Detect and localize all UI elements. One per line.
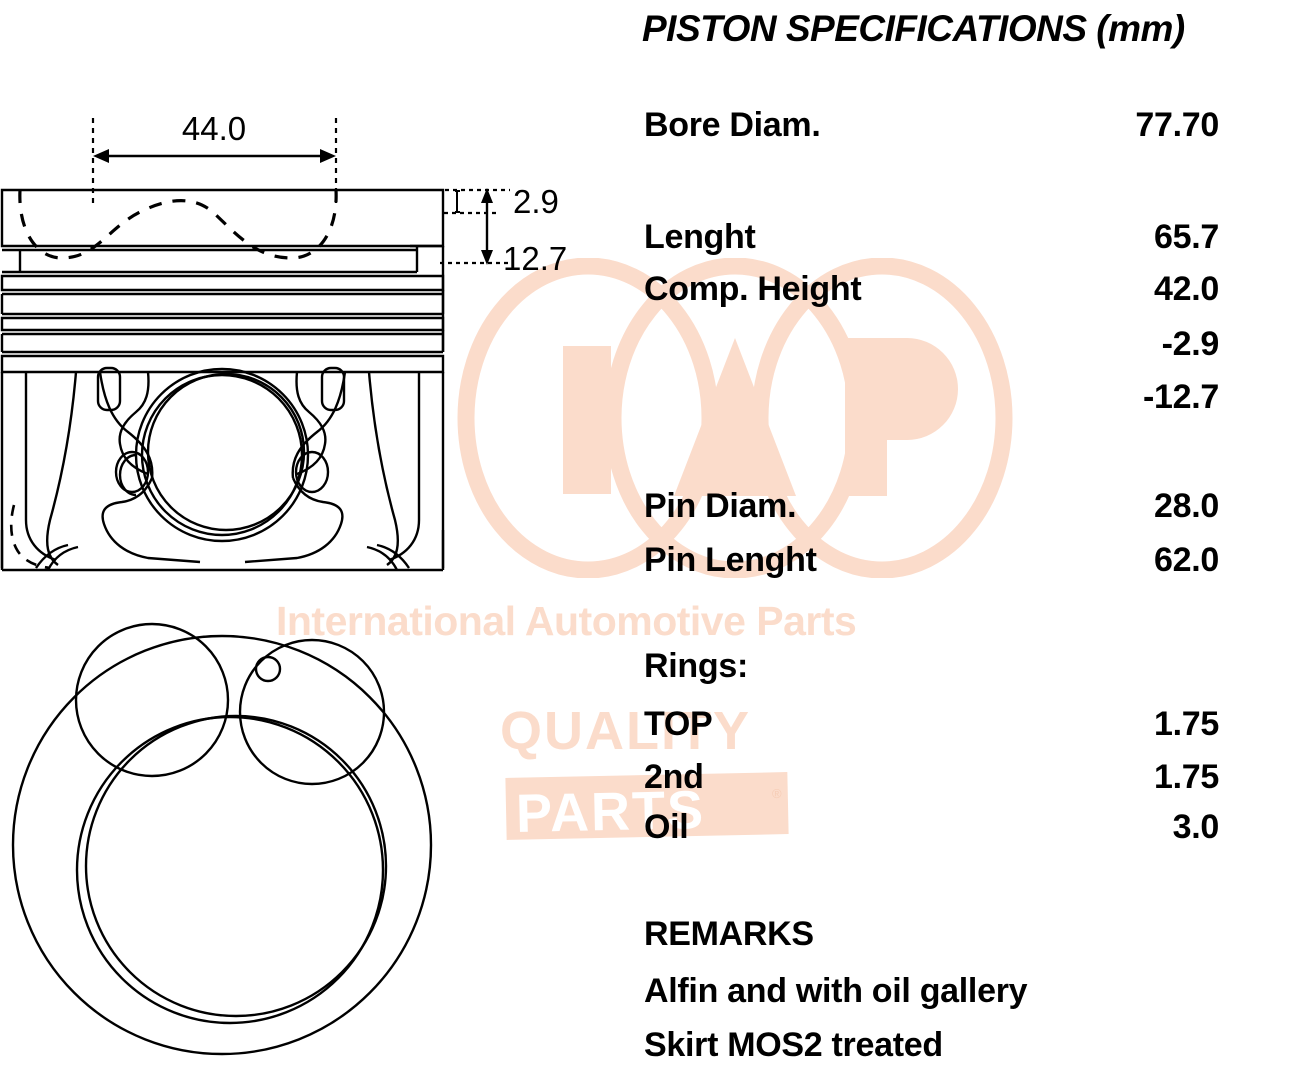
spec-value-comp-height: 42.0 [1154, 270, 1219, 308]
spec-label-lenght: Lenght [644, 218, 756, 256]
piston-top-view [11, 622, 433, 1056]
spec-value-pin-diam: 28.0 [1154, 487, 1219, 525]
page-title: PISTON SPECIFICATIONS (mm) [642, 8, 1185, 49]
spec-value-offset-1: -2.9 [1161, 325, 1220, 363]
piston-cross-section [0, 188, 445, 572]
spec-value-lenght: 65.7 [1154, 218, 1219, 256]
rings-value-oil: 3.0 [1172, 808, 1220, 846]
dimension-vertical-group: 2.9 12.7 [440, 183, 567, 277]
rings-row-second: 2nd 1.75 [638, 758, 1311, 802]
dimension-44-label: 44.0 [182, 110, 246, 147]
spec-label-pin-lenght: Pin Lenght [644, 541, 817, 579]
spec-row-offset-2: -12.7 [638, 378, 1311, 422]
spec-row-bore-diam: Bore Diam. 77.70 [638, 106, 1311, 150]
rings-row-oil: Oil 3.0 [638, 808, 1311, 852]
rings-value-second: 1.75 [1154, 758, 1219, 796]
rings-label-second: 2nd [644, 758, 704, 796]
spec-label-pin-diam: Pin Diam. [644, 487, 797, 525]
rings-row-top: TOP 1.75 [638, 705, 1311, 749]
rings-heading: Rings: [644, 647, 748, 685]
spec-label-comp-height: Comp. Height [644, 270, 862, 308]
spec-row-pin-diam: Pin Diam. 28.0 [638, 487, 1311, 531]
spec-value-pin-lenght: 62.0 [1154, 541, 1219, 579]
rings-value-top: 1.75 [1154, 705, 1219, 743]
spec-value-bore-diam: 77.70 [1135, 106, 1219, 144]
spec-row-offset-1: -2.9 [638, 325, 1311, 369]
rings-section-heading-row: Rings: [638, 647, 1311, 691]
dimension-12-7-label: 12.7 [503, 240, 567, 277]
dimension-2-9-label: 2.9 [513, 183, 559, 220]
rings-label-oil: Oil [644, 808, 689, 846]
piston-specifications-panel: PISTON SPECIFICATIONS (mm) Bore Diam. 77… [638, 0, 1311, 1080]
spec-label-bore-diam: Bore Diam. [644, 106, 821, 144]
spec-row-lenght: Lenght 65.7 [638, 218, 1311, 262]
remarks-line-2: Skirt MOS2 treated [644, 1026, 943, 1064]
spec-row-comp-height: Comp. Height 42.0 [638, 270, 1311, 314]
spec-value-offset-2: -12.7 [1143, 378, 1219, 416]
spec-row-pin-lenght: Pin Lenght 62.0 [638, 541, 1311, 585]
piston-technical-drawing: 44.0 2.9 12.7 [0, 110, 567, 1056]
rings-label-top: TOP [644, 705, 713, 743]
remarks-heading: REMARKS [644, 915, 814, 953]
remarks-line-1: Alfin and with oil gallery [644, 972, 1028, 1010]
